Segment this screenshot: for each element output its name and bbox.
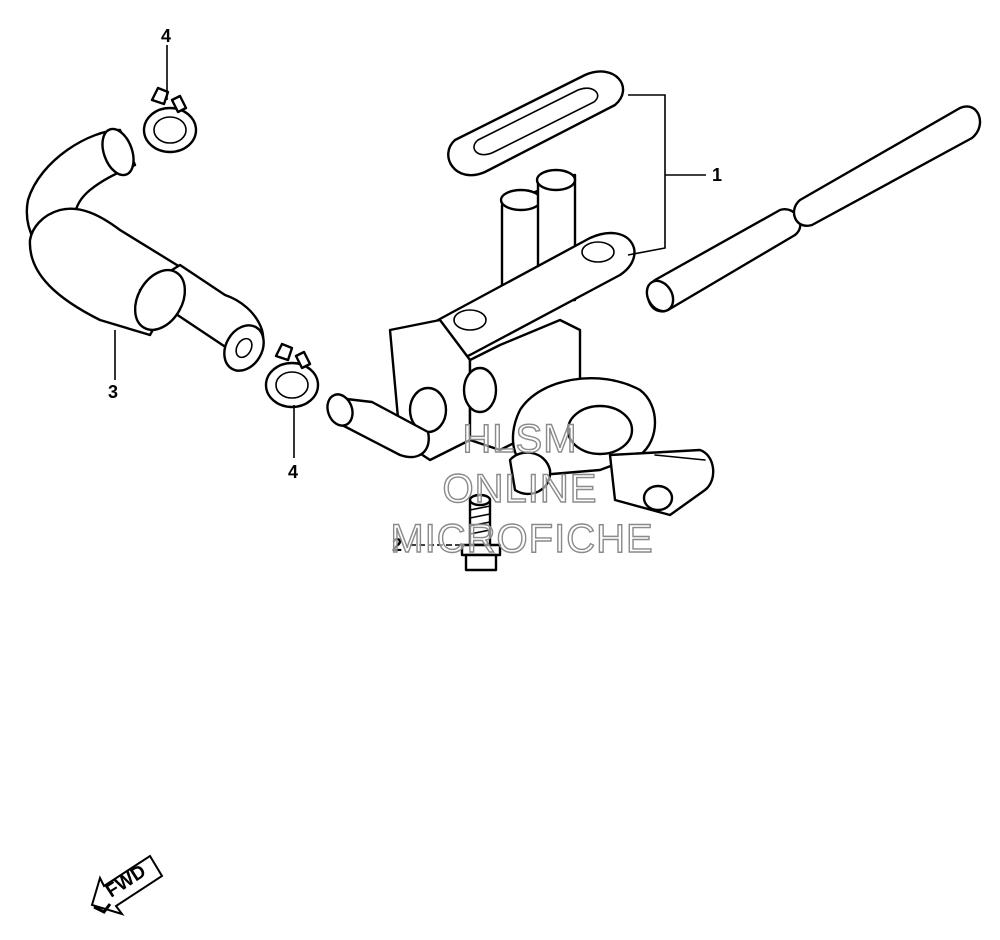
callout-2: 2 xyxy=(392,535,402,555)
gasket xyxy=(447,70,625,177)
fuel-hose-straight xyxy=(645,105,982,313)
lever-knob xyxy=(608,448,715,517)
callout-4-bottom: 4 xyxy=(288,462,298,482)
fuel-cock-assembly xyxy=(326,70,715,517)
callout-1: 1 xyxy=(712,165,722,185)
callout-3: 3 xyxy=(108,382,118,402)
hose-clamp-bottom xyxy=(264,342,320,409)
fuel-hose-bent xyxy=(25,127,265,372)
watermark-line-1: HLSM xyxy=(462,417,577,461)
watermark-line-2: ONLINE xyxy=(443,467,598,511)
leader-1-bracket xyxy=(627,94,666,256)
callout-4-top: 4 xyxy=(161,26,171,46)
hose-clamp-top xyxy=(142,86,198,154)
bolt xyxy=(460,493,502,572)
fwd-arrow-icon: FWD xyxy=(90,854,164,916)
watermark-line-3: MICROFICHE xyxy=(390,517,653,561)
